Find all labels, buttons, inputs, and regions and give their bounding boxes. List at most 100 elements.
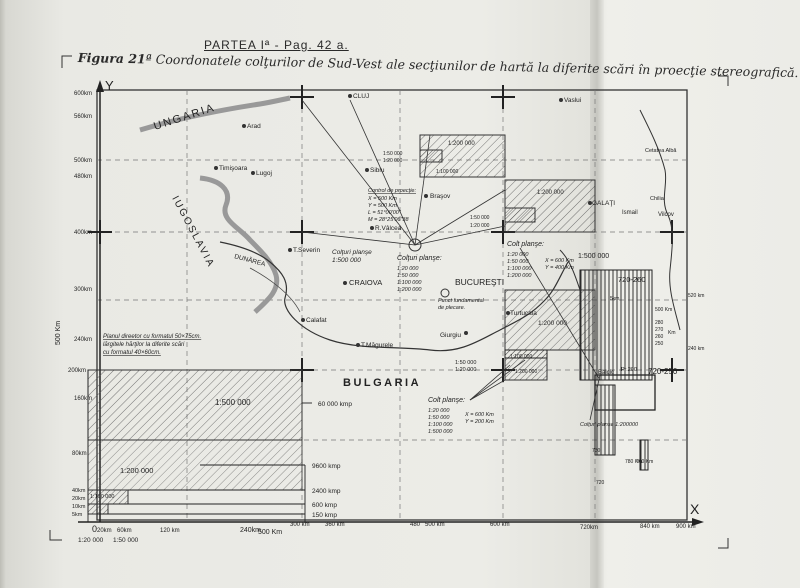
- city-valcea: R.Vâlcea: [375, 225, 402, 232]
- sheet-east-small: [639, 439, 649, 471]
- colt-right-20000: 1:20 000: [507, 252, 529, 258]
- scale-20000-top: 1:20 000: [383, 158, 403, 164]
- y-tick-600: 600km: [74, 91, 92, 97]
- colturi-mid-title: Colţuri planşe:: [397, 255, 442, 262]
- control-l: L = 51°00'00": [368, 210, 402, 216]
- y-tick-10: 10km: [72, 504, 86, 510]
- colt-right-y: Y = 400 Km: [545, 265, 574, 271]
- river-segment: [249, 267, 301, 313]
- colt-planse-right-block: Colt planşe: 1:20 000 1:50 000 1:100 000…: [507, 241, 574, 279]
- region-bulgaria: BULGARIA: [343, 377, 421, 389]
- punct-line2: de plecare.: [438, 305, 465, 311]
- border-hungary: [139, 95, 291, 133]
- city-balcic: Balcic: [598, 370, 614, 376]
- area-150: 150 kmp: [312, 512, 337, 519]
- y-tick-480: 480km: [74, 174, 92, 180]
- area-600: 600 kmp: [312, 502, 337, 509]
- city-lugoj: Lugoj: [256, 170, 272, 177]
- right-270: 270: [655, 327, 664, 333]
- sheet-1-500000: [87, 369, 303, 441]
- city-ismail: Ismail: [622, 210, 638, 216]
- scale-50000-mid: 1:50 000: [470, 215, 490, 221]
- city-sibiu: Sibiu: [370, 167, 385, 174]
- x-tick-500: 500 km: [425, 522, 445, 528]
- right-250: 250: [655, 341, 664, 347]
- coast-segment: [559, 249, 581, 291]
- right-km: Km: [668, 330, 676, 336]
- x-tick-20: 20km: [97, 528, 112, 534]
- leader-lines: [87, 370, 312, 522]
- right-280: 280: [655, 320, 664, 326]
- planul-line2: lărgitele hărţilor la diferite scări: [103, 342, 185, 348]
- city-bucuresti: BUCUREŞTI: [455, 277, 504, 287]
- scale-200000-right: 1:200 000: [538, 320, 567, 327]
- x-tick-240: 240km: [240, 527, 261, 534]
- control-projection-block: Control de proecţie: X = 500 Km Y = 500 …: [367, 188, 416, 223]
- city-markers: [214, 94, 592, 347]
- origin-label: 0: [92, 524, 97, 534]
- city-calafat: Calafat: [306, 317, 327, 324]
- sheet-mid-100000: [504, 207, 536, 223]
- control-m: M = 28°25'06"38: [368, 217, 409, 223]
- y-tick-240: 240km: [74, 337, 92, 343]
- city-cetatea: Cetatea Albă: [645, 148, 677, 154]
- planul-block: Planul direetor cu formatul 50×75cm. lăr…: [103, 334, 201, 356]
- colturi-mid-block: Colţuri planşe: 1:20 000 1:50 000 1:100 …: [397, 255, 442, 293]
- bottom-total: 500 Km: [258, 529, 282, 536]
- map-frame: [96, 89, 688, 521]
- colt-bottom-50000: 1:50 000: [428, 415, 450, 421]
- right-720: 720: [596, 480, 605, 486]
- city-craiova: CRAIOVA: [349, 278, 382, 287]
- sheet-east-vertical: [579, 269, 653, 381]
- x-arrow: [692, 518, 704, 526]
- city-labels: CLUJ Arad Timişoara Lugoj Sibiu Braşov R…: [219, 93, 677, 376]
- city-arad: Arad: [247, 123, 261, 130]
- corner-mark: [49, 530, 62, 541]
- scale-50000-bul: 1:50 000: [455, 360, 476, 366]
- control-x: X = 500 Km: [367, 196, 397, 202]
- x-tick-120: 120 km: [160, 528, 180, 534]
- colturi-left-block: Colţuri planşe 1:500 000: [332, 249, 372, 264]
- colt-bottom-500000: 1:500 000: [428, 429, 453, 435]
- colt-bottom-title: Colt planşe:: [428, 397, 465, 404]
- scale-50000-top: 1:50 000: [383, 151, 403, 157]
- control-title: Control de proecţie:: [368, 188, 416, 194]
- scale-200000-mid: 1:200 000: [537, 190, 564, 196]
- x-tick-60: 60km: [117, 528, 132, 534]
- city-cluj: CLUJ: [353, 93, 369, 100]
- colt-right-50000: 1:50 000: [507, 259, 529, 265]
- border-yugoslavia: [199, 175, 280, 314]
- x-tick-300: 300 km: [290, 522, 310, 528]
- river-danube: [219, 241, 569, 352]
- sheet-bul-50000: [504, 349, 548, 359]
- colturi-mid-100000: 1:100 000: [397, 280, 422, 286]
- corner-mark: [61, 55, 72, 68]
- scale-200000-bul: 1:200 000: [515, 369, 537, 375]
- y-tick-500: 500km: [74, 158, 92, 164]
- y-tick-560: 560km: [74, 114, 92, 120]
- sheet-1-50000-bl: [87, 503, 109, 515]
- right-260: 260: [655, 334, 664, 340]
- city-giurgiu: Giurgiu: [440, 332, 461, 339]
- scale-100000-bul: 1:100 000: [510, 354, 532, 360]
- colt-right-100000: 1:100 000: [507, 266, 532, 272]
- planul-line1: Planul direetor cu formatul 50×75cm.: [103, 334, 201, 340]
- colt-right-x: X = 600 Km: [544, 258, 574, 264]
- city-brasov: Braşov: [430, 193, 451, 200]
- x-tick-360: 360 km: [325, 522, 345, 528]
- y-tick-400: 400km: [74, 230, 92, 236]
- x-tick-720: 720km: [580, 525, 598, 531]
- colt-right-200000: 1:200 000: [507, 273, 532, 279]
- projection-lines: [301, 99, 601, 421]
- scale-100000-bl: 1:100 000: [90, 494, 114, 500]
- right-pr200: Pr.200: [621, 367, 637, 373]
- scale-20000-bul: 1:20 000: [455, 367, 476, 373]
- right-240km: 240 km: [688, 346, 704, 352]
- scale-200000-top: 1:200 000: [448, 141, 475, 147]
- corner-mark: [718, 538, 729, 549]
- city-chilia: Chilia: [650, 196, 665, 202]
- right-520km: 520 km: [688, 293, 704, 299]
- colturi-mid-50000: 1:50 000: [397, 273, 419, 279]
- sheet-mid-200000: [504, 179, 596, 233]
